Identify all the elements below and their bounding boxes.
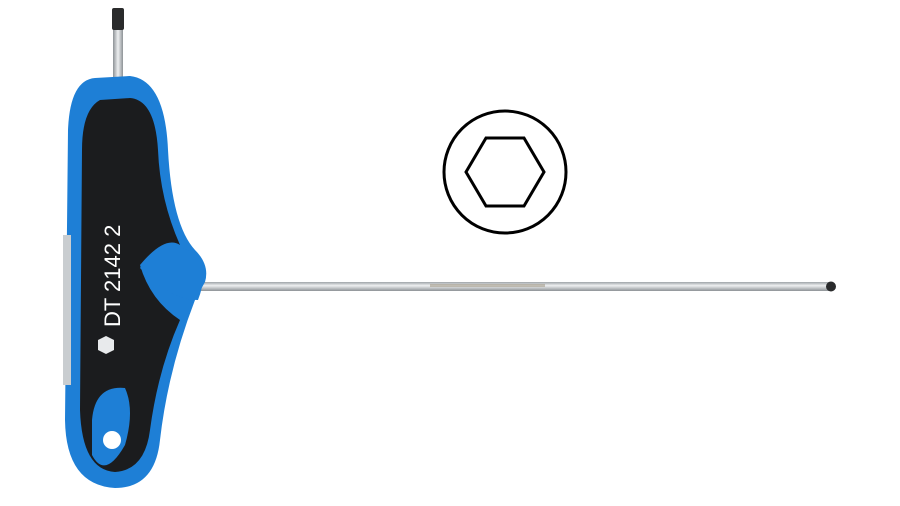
shaft-engraving — [430, 284, 545, 287]
short-blade — [112, 8, 124, 82]
long-shaft — [190, 281, 836, 292]
handle-model-label: DT 2142 2 — [100, 225, 125, 327]
hexagon-socket-icon — [442, 109, 568, 235]
ball-end — [826, 281, 836, 292]
side-label-strip — [63, 235, 71, 385]
hexagon-badge-icon — [98, 336, 114, 354]
handle: DT 2142 2 — [63, 76, 207, 488]
